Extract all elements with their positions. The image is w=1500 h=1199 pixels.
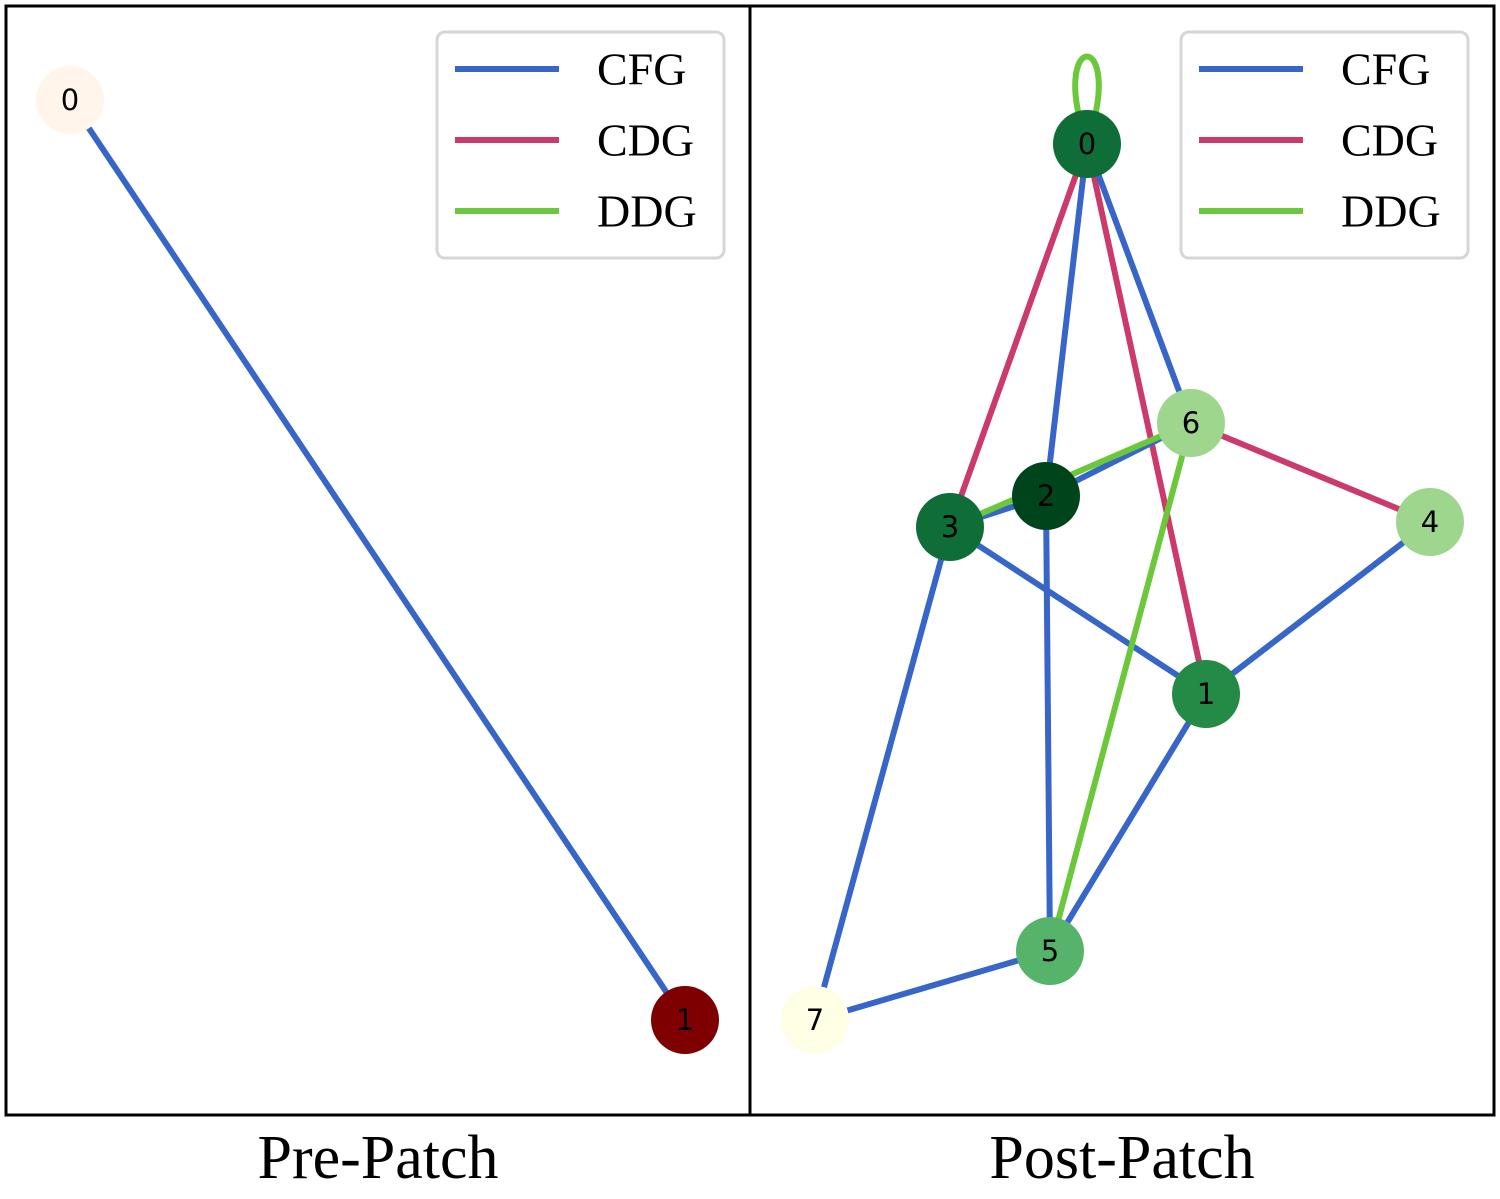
post-node-0-circle <box>1053 110 1121 178</box>
pre-node-0: 0 <box>36 66 104 134</box>
pre-node-1: 1 <box>651 986 719 1054</box>
post-node-5: 5 <box>1016 917 1084 985</box>
post-edge-ddg-0-0 <box>1072 53 1102 127</box>
pre-legend-label-cfg: CFG <box>597 44 686 95</box>
post-node-2: 2 <box>1012 462 1080 530</box>
post-edge-ddg-6-5 <box>1047 420 1194 954</box>
post-node-6-label: 6 <box>1182 406 1200 440</box>
post-node-0-label: 0 <box>1078 127 1096 161</box>
post-patch-panel-frame <box>748 4 1496 1117</box>
post-edge-cfg-3-1 <box>947 524 1209 697</box>
post-node-3-circle <box>916 493 984 561</box>
post-edge-cfg-0-2 <box>1043 141 1090 499</box>
post-node-4-circle <box>1396 488 1464 556</box>
edges-layer <box>67 53 1433 1023</box>
pre-legend: CFG CDG DDG <box>435 30 726 260</box>
post-node-1-label: 1 <box>1197 677 1215 711</box>
post-legend-box <box>1179 30 1470 260</box>
post-node-1-circle <box>1172 660 1240 728</box>
post-node-7: 7 <box>781 986 849 1054</box>
post-edge-cfg-5-7 <box>812 948 1053 1023</box>
post-edge-cfg-0-6 <box>1084 141 1194 426</box>
post-edge-cdg-0-3 <box>947 141 1090 530</box>
post-node-4: 4 <box>1396 488 1464 556</box>
post-node-6: 6 <box>1157 389 1225 457</box>
legends-layer: CFG CDG DDG CFG CDG DDG <box>435 30 1470 260</box>
pre-node-1-circle <box>651 986 719 1054</box>
post-edge-cfg-3-7 <box>812 524 953 1023</box>
post-node-1: 1 <box>1172 660 1240 728</box>
post-node-5-label: 5 <box>1041 934 1059 968</box>
pre-node-0-label: 0 <box>61 83 79 117</box>
pre-legend-box <box>435 30 726 260</box>
post-node-2-circle <box>1012 462 1080 530</box>
post-node-5-circle <box>1016 917 1084 985</box>
post-legend-label-cfg: CFG <box>1341 44 1430 95</box>
post-node-2-label: 2 <box>1037 479 1055 513</box>
post-node-0: 0 <box>1053 110 1121 178</box>
pre-patch-title: Pre-Patch <box>257 1124 498 1192</box>
post-edge-cdg-6-4 <box>1188 420 1433 525</box>
post-node-4-label: 4 <box>1421 505 1439 539</box>
post-node-7-circle <box>781 986 849 1054</box>
pre-node-1-label: 1 <box>676 1003 694 1037</box>
pre-legend-label-cdg: CDG <box>597 115 694 166</box>
post-node-6-circle <box>1157 389 1225 457</box>
post-edge-cfg-2-5 <box>1043 493 1053 954</box>
pre-node-0-circle <box>36 66 104 134</box>
pre-legend-label-ddg: DDG <box>597 186 697 237</box>
post-node-7-label: 7 <box>806 1003 824 1037</box>
post-edge-cfg-1-4 <box>1203 519 1433 697</box>
post-edge-cdg-0-1 <box>1084 141 1209 697</box>
nodes-layer: 0 1 0 1 2 3 4 5 6 7 <box>36 66 1464 1054</box>
post-node-3-label: 3 <box>941 510 959 544</box>
pre-edge-cfg-0-1 <box>67 97 688 1023</box>
post-legend: CFG CDG DDG <box>1179 30 1470 260</box>
post-edge-cfg-1-5 <box>1047 691 1209 954</box>
post-legend-label-cdg: CDG <box>1341 115 1438 166</box>
post-node-3: 3 <box>916 493 984 561</box>
post-legend-label-ddg: DDG <box>1341 186 1441 237</box>
post-patch-title: Post-Patch <box>989 1124 1254 1192</box>
